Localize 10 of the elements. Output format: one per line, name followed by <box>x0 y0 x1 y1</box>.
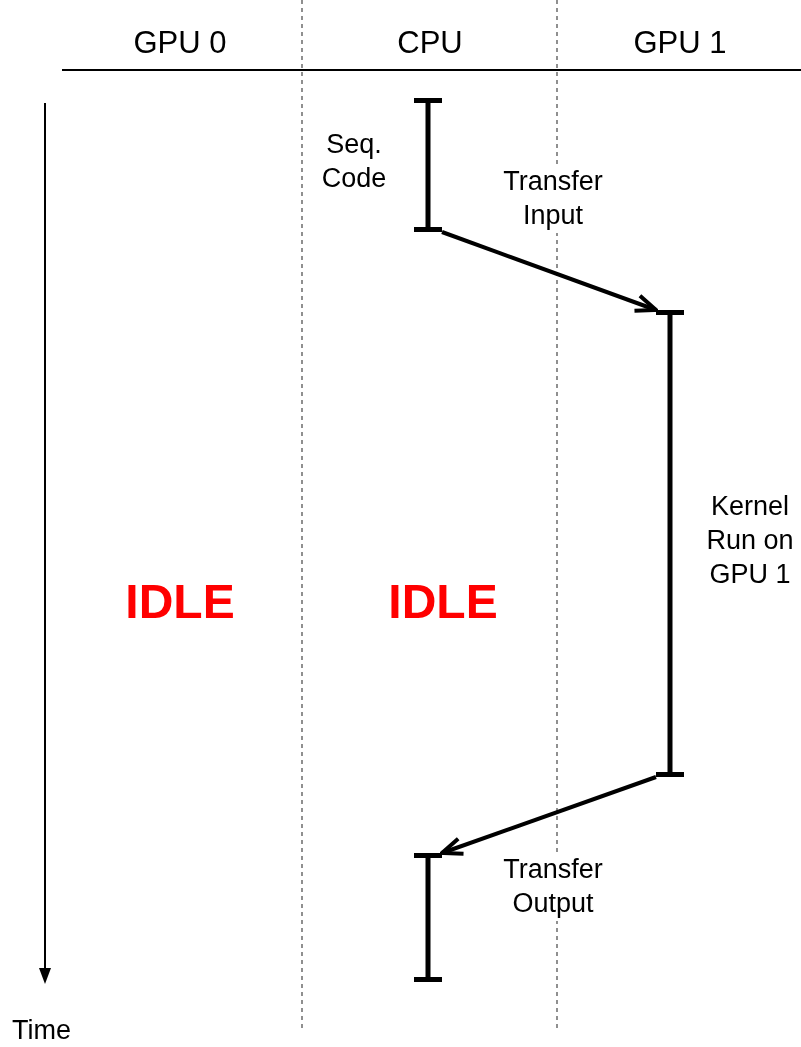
column-header: GPU 0 <box>132 27 228 58</box>
bar-caption: Seq. Code <box>320 128 388 195</box>
bar-caption: Kernel Run on GPU 1 <box>705 490 795 591</box>
arrow <box>441 230 658 313</box>
status-label: IDLE <box>387 578 499 626</box>
arrow <box>440 775 657 856</box>
status-label: IDLE <box>124 578 236 626</box>
column-header: GPU 1 <box>632 27 728 58</box>
column-header: CPU <box>396 27 464 58</box>
axis-label: Time <box>12 1014 71 1047</box>
